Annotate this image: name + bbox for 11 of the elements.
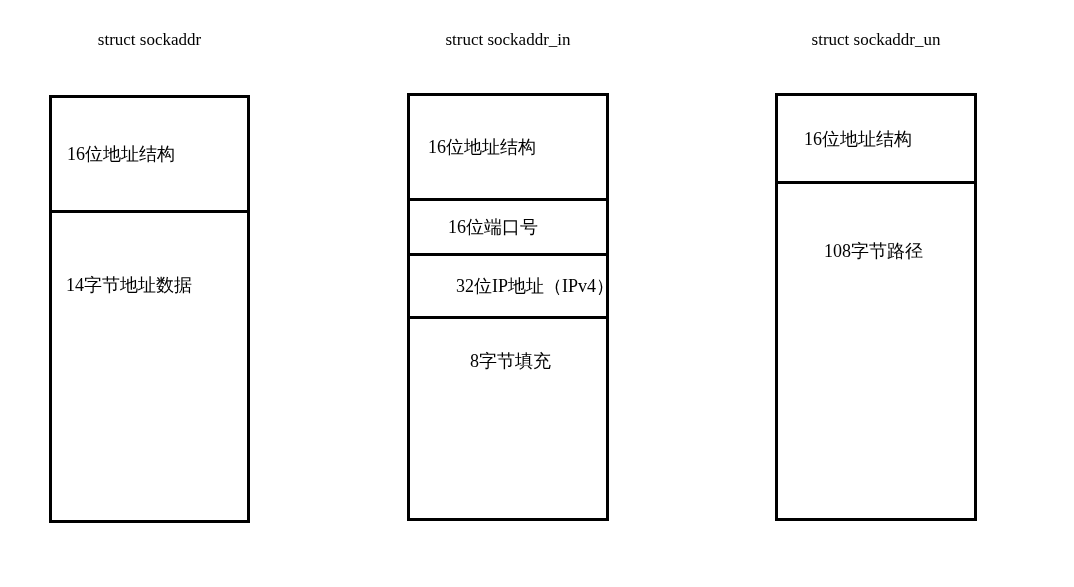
struct-name: struct sockaddr_in: [444, 30, 572, 50]
memory-field: 16位地址结构: [52, 98, 247, 213]
memory-field: 16位端口号: [410, 201, 606, 256]
memory-field: 14字节地址数据: [52, 213, 247, 523]
memory-field: 8字节填充: [410, 319, 606, 519]
memory-field: 32位IP地址（IPv4）: [410, 256, 606, 319]
memory-field: 108字节路径: [778, 184, 974, 518]
struct-name: struct sockaddr_un: [810, 30, 942, 50]
memory-field: 16位地址结构: [778, 96, 974, 184]
struct-name: struct sockaddr: [96, 30, 203, 50]
memory-field: 16位地址结构: [410, 96, 606, 201]
